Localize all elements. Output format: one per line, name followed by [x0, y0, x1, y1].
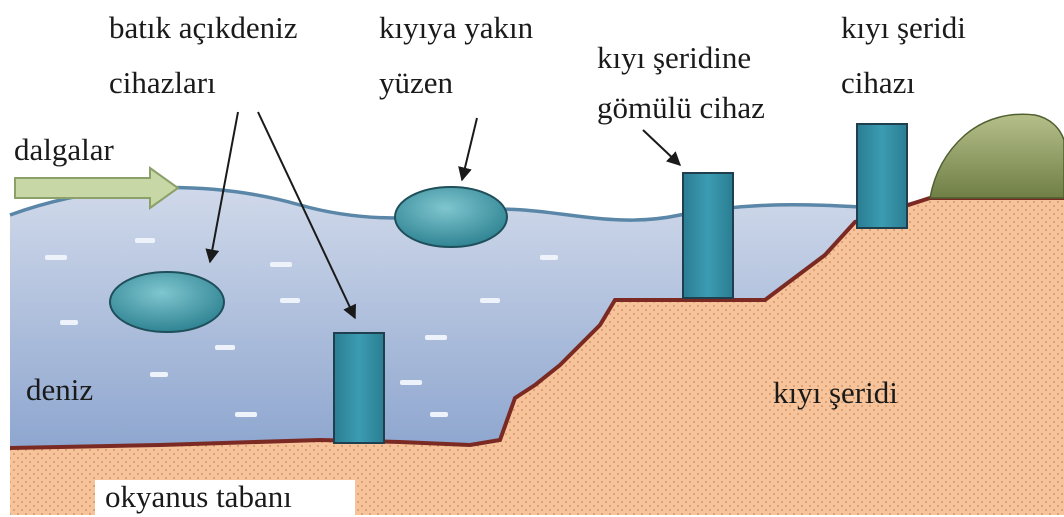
submerged-column-device: [334, 333, 384, 443]
shoreline-column-device: [857, 124, 907, 228]
shore-rock: [930, 114, 1064, 198]
embedded-column-device: [683, 173, 733, 298]
label-submerged-offshore-line2: cihazları: [109, 63, 216, 103]
arrow-to-nearshore-float: [462, 118, 477, 180]
label-waves: dalgalar: [14, 130, 114, 170]
label-shoreline-embedded-line2: gömülü cihaz: [597, 88, 765, 128]
label-nearshore-floating-line2: yüzen: [379, 63, 453, 103]
submerged-float-device: [110, 272, 224, 332]
label-sea: deniz: [26, 370, 93, 410]
arrow-to-embedded-device: [643, 130, 680, 165]
label-shoreline-embedded-line1: kıyı şeridine: [597, 38, 751, 78]
nearshore-float-device: [395, 187, 507, 247]
label-submerged-offshore-line1: batık açıkdeniz: [109, 8, 298, 48]
label-ocean-floor: okyanus tabanı: [105, 477, 292, 517]
label-shoreline-device-line2: cihazı: [841, 63, 915, 103]
label-shoreline: kıyı şeridi: [773, 373, 898, 413]
label-nearshore-floating-line1: kıyıya yakın: [379, 8, 533, 48]
label-shoreline-device-line1: kıyı şeridi: [841, 8, 966, 48]
